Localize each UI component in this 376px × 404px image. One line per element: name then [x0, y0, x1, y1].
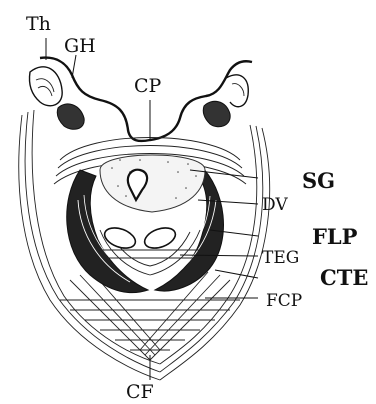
crossing-fibres: [60, 272, 240, 360]
nucleus-right: [142, 224, 178, 252]
label-gh: GH: [64, 35, 96, 57]
outer-section-lines: [19, 110, 270, 380]
label-th: Th: [26, 13, 51, 35]
label-flp: FLP: [312, 224, 358, 249]
label-fcp: FCP: [266, 291, 302, 311]
label-teg: TEG: [262, 248, 299, 268]
label-sg: SG: [302, 168, 335, 193]
nucleus-left: [102, 224, 138, 252]
label-dv: DV: [262, 195, 288, 215]
label-cte: CTE: [320, 265, 368, 290]
thalamus-lobe-left: [29, 67, 84, 129]
sg-region: [100, 155, 205, 212]
label-cp: CP: [134, 75, 162, 97]
thalamus-lobe-right: [203, 75, 248, 127]
label-cf: CF: [126, 381, 154, 403]
